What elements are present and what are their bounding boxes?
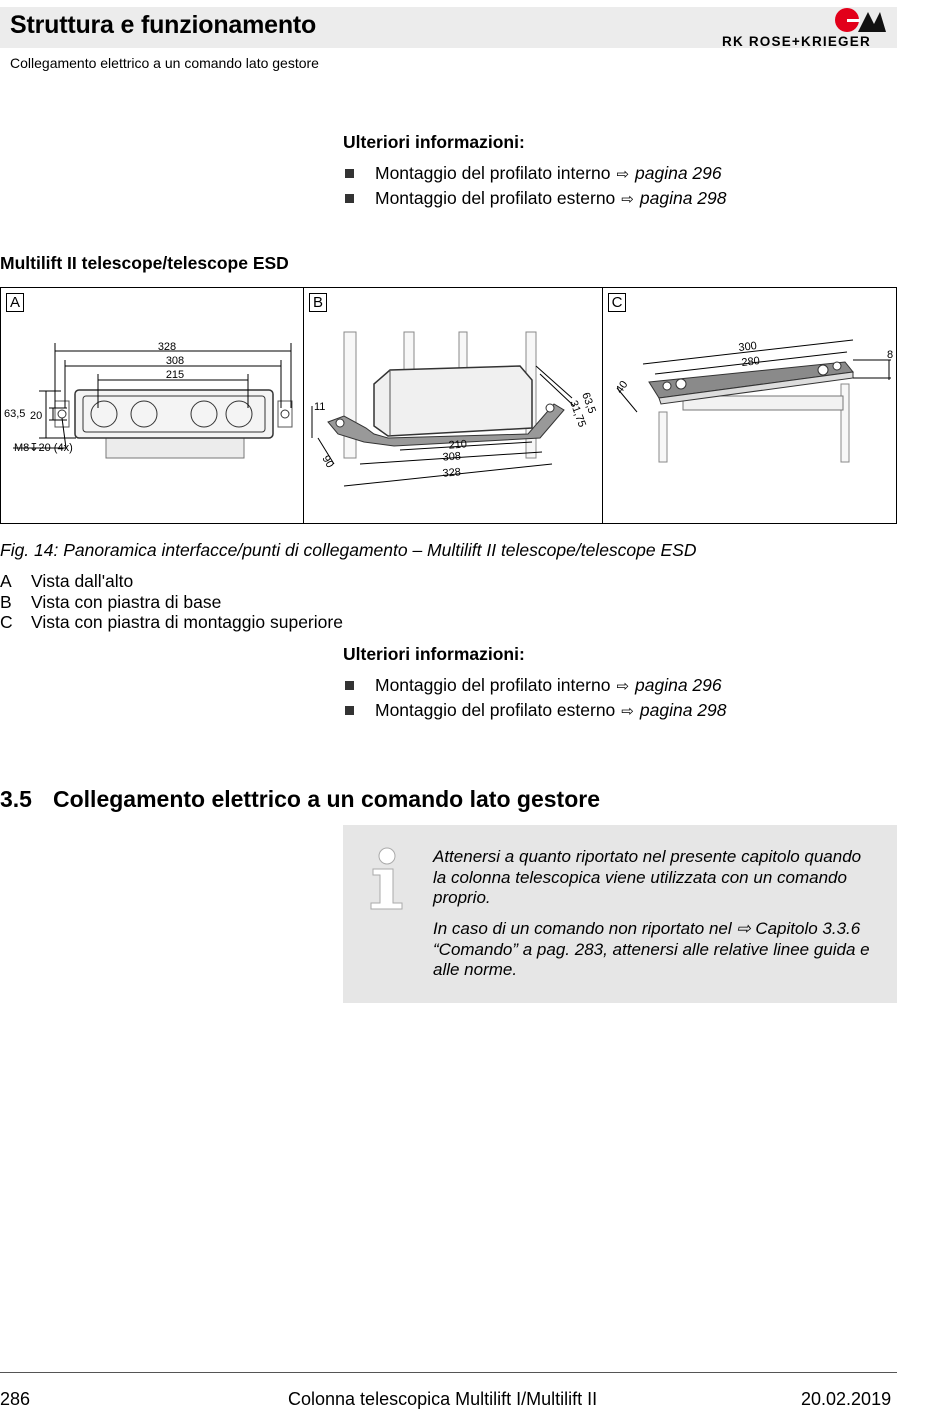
legend-item: B Vista con piastra di base — [0, 592, 221, 613]
section-heading: 3.5 Collegamento elettrico a un comando l… — [0, 786, 600, 813]
bullet-icon — [345, 681, 354, 690]
note-paragraph: In caso di un comando non riportato nel … — [433, 919, 870, 979]
dim-label: 11 — [314, 401, 325, 413]
info-title: Ulteriori informazioni: — [343, 132, 525, 152]
legend-key: B — [0, 592, 12, 612]
page-link[interactable]: pagina 298 — [639, 700, 727, 720]
list-item: Montaggio del profilato interno ⇨ pagina… — [345, 163, 722, 184]
list-item: Montaggio del profilato esterno ⇨ pagina… — [345, 700, 727, 721]
info-title: Ulteriori informazioni: — [343, 644, 525, 664]
legend-text: Vista con piastra di base — [31, 592, 222, 612]
bullet-icon — [345, 194, 354, 203]
dim-label: 63,5 — [4, 408, 25, 420]
figure-caption: Fig. 14: Panoramica interfacce/punti di … — [0, 540, 697, 560]
dim-label: M8↧20 (4x) — [14, 442, 73, 454]
figure-interfaces: A 328 308 215 63,5 2 — [0, 287, 897, 524]
link-arrow-icon: ⇨ — [621, 190, 634, 208]
dim-label: 215 — [166, 369, 184, 381]
link-arrow-icon: ⇨ — [616, 677, 630, 695]
page-link[interactable]: pagina 296 — [635, 163, 722, 183]
list-item-text: Montaggio del profilato esterno — [375, 188, 616, 208]
dim-label: 8 — [887, 349, 893, 361]
figure-panel-c: C 300 280 8 40 — [602, 288, 895, 523]
dim-label: 308 — [166, 355, 184, 367]
page-number: 286 — [0, 1389, 31, 1409]
logo-text: RK ROSE+KRIEGER — [722, 34, 871, 49]
footer-date: 20.02.2019 — [801, 1389, 892, 1409]
dim-label: 280 — [741, 355, 761, 369]
page-subtitle: Collegamento elettrico a un comando lato… — [10, 55, 319, 71]
panel-label: B — [309, 293, 327, 312]
dim-label: 300 — [738, 340, 758, 354]
page-title: Struttura e funzionamento — [10, 11, 317, 39]
legend-item: C Vista con piastra di montaggio superior… — [0, 612, 343, 633]
dim-label: 210 — [448, 438, 467, 451]
panel-label: C — [608, 293, 626, 312]
company-logo: RK ROSE+KRIEGER — [722, 7, 892, 51]
legend-text: Vista con piastra di montaggio superiore — [31, 612, 343, 632]
footer-title: Colonna telescopica Multilift I/Multilif… — [288, 1389, 598, 1409]
legend-key: A — [0, 571, 12, 591]
info-note: Attenersi a quanto riportato nel present… — [343, 825, 897, 1003]
dim-label: 90 — [319, 454, 336, 471]
dim-label: 328 — [158, 341, 176, 353]
page-link[interactable]: pagina 298 — [639, 188, 727, 208]
legend-item: A Vista dall'alto — [0, 571, 133, 592]
list-item-text: Montaggio del profilato esterno — [375, 700, 616, 720]
list-item-text: Montaggio del profilato interno — [375, 675, 611, 695]
dim-label: 20 — [30, 410, 42, 422]
footer-divider — [0, 1372, 897, 1373]
dim-label: 328 — [442, 466, 461, 480]
note-paragraph: Attenersi a quanto riportato nel present… — [433, 847, 862, 907]
bullet-icon — [345, 169, 354, 178]
dim-label: 40 — [614, 379, 631, 396]
section-title: Collegamento elettrico a un comando lato… — [53, 786, 600, 812]
figure-panel-a: A 328 308 215 63,5 2 — [1, 288, 303, 523]
bullet-icon — [345, 706, 354, 715]
dim-label: 308 — [442, 450, 461, 463]
legend-key: C — [0, 612, 13, 632]
link-arrow-icon: ⇨ — [621, 702, 634, 720]
panel-label: A — [6, 293, 24, 312]
section-label: Multilift II telescope/telescope ESD — [0, 253, 289, 273]
legend-text: Vista dall'alto — [31, 571, 134, 591]
header-band — [0, 7, 897, 48]
link-arrow-icon: ⇨ — [616, 165, 630, 183]
section-number: 3.5 — [0, 786, 32, 812]
figure-panel-b: B 11 90 210 — [303, 288, 602, 523]
list-item: Montaggio del profilato interno ⇨ pagina… — [345, 675, 722, 696]
info-icon — [370, 847, 403, 910]
list-item-text: Montaggio del profilato interno — [375, 163, 611, 183]
list-item: Montaggio del profilato esterno ⇨ pagina… — [345, 188, 727, 209]
page-link[interactable]: pagina 296 — [635, 675, 722, 695]
